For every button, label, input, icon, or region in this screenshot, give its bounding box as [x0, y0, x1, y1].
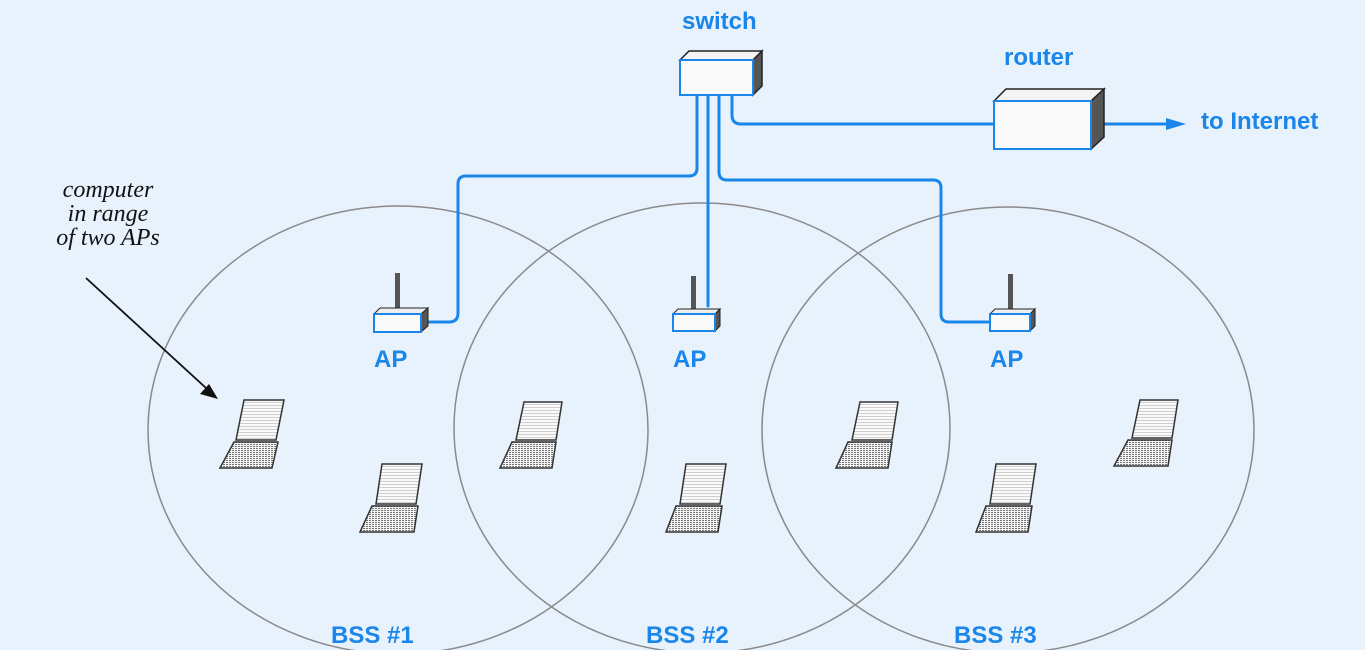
annotation-line-1: computer [62, 177, 154, 203]
switch-label: switch [682, 8, 757, 35]
annotation-line-2: in range [67, 201, 149, 227]
ap-3-label: AP [990, 346, 1024, 373]
laptop-1 [218, 399, 285, 469]
laptop-7 [1112, 399, 1179, 467]
router-label: router [1004, 44, 1074, 71]
link-switch-ap3 [717, 91, 992, 324]
bss-1-coverage-circle [147, 205, 649, 650]
ap-2-device [671, 276, 722, 333]
ap-1-label: AP [374, 346, 408, 373]
bss-2-coverage-circle [453, 202, 951, 650]
bss-3-coverage-circle [761, 206, 1255, 650]
annotation-line-3: of two APs [56, 225, 160, 251]
switch-device [678, 49, 764, 97]
annotation-text: computer in range of two APs [30, 178, 186, 250]
ap-2-label: AP [673, 346, 707, 373]
annotation-arrowhead [200, 384, 218, 399]
annotation-arrow-line [85, 277, 207, 389]
ap-3-device [988, 274, 1037, 333]
bss-1-label: BSS #1 [331, 622, 414, 649]
ap-1-device [372, 273, 430, 334]
laptop-3 [498, 401, 563, 469]
bss-3-label: BSS #3 [954, 622, 1037, 649]
internet-label: to Internet [1201, 108, 1319, 135]
link-switch-router [730, 91, 996, 126]
laptop-2 [358, 463, 423, 533]
bss-2-label: BSS #2 [646, 622, 729, 649]
laptop-4 [664, 463, 727, 533]
laptop-6 [974, 463, 1037, 533]
laptop-5 [834, 401, 899, 469]
router-device [992, 87, 1106, 151]
internet-arrowhead [1166, 118, 1186, 130]
link-switch-ap1 [421, 91, 699, 324]
